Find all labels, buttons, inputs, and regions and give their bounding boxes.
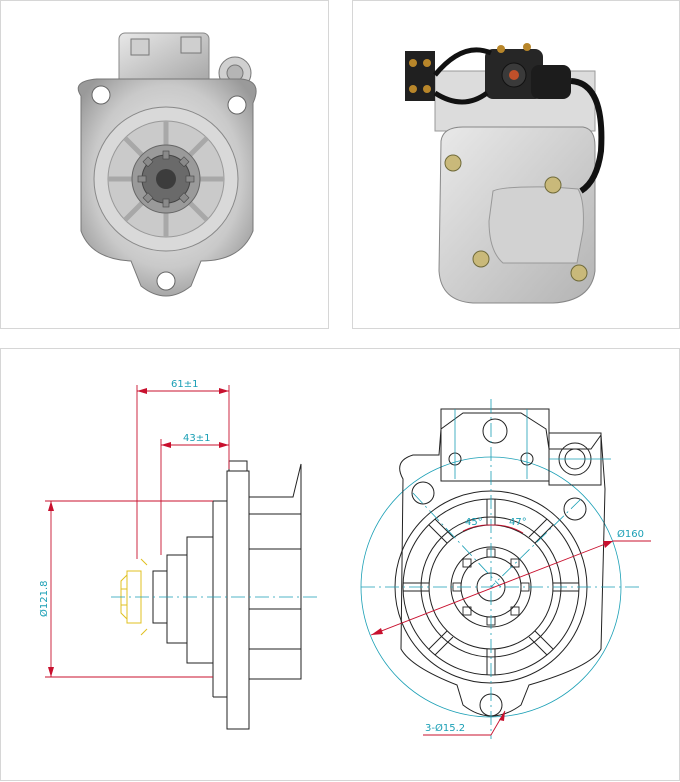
dim-43-label: 43±1: [183, 433, 210, 444]
dimension-arrows: [48, 388, 229, 677]
side-view: [152, 460, 302, 730]
dim-160-label: Ø160: [617, 528, 644, 540]
front-view: Ø160 3-Ø15.2 45° 47°: [360, 399, 651, 739]
dim-121-label: Ø121.8: [38, 581, 50, 618]
side-dimensions: [45, 385, 230, 678]
drawing-canvas: 61±1 43±1 Ø121.8: [38, 379, 651, 739]
photo-front-view: [0, 0, 329, 329]
technical-drawing: 61±1 43±1 Ø121.8: [0, 348, 680, 781]
angle-left-label: 45°: [465, 517, 483, 528]
photo-rear-view: [352, 0, 680, 329]
dim-holes-label: 3-Ø15.2: [425, 722, 465, 734]
angle-right-label: 47°: [509, 517, 527, 528]
dim-61-label: 61±1: [171, 379, 198, 390]
starter-front-illustration: [77, 32, 257, 297]
starter-rear-illustration: [405, 43, 605, 304]
